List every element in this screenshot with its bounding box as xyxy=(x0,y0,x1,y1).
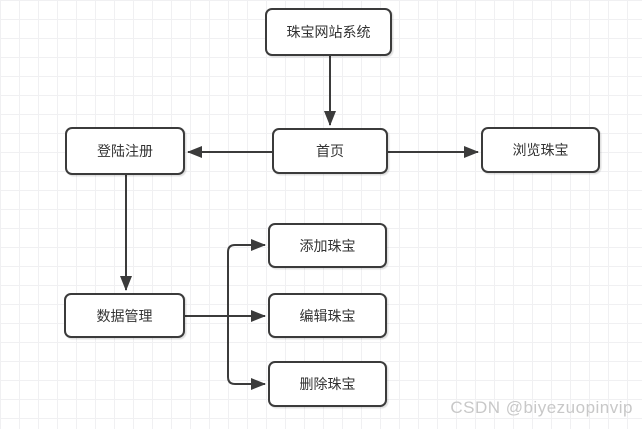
node-add: 添加珠宝 xyxy=(268,223,387,268)
node-home: 首页 xyxy=(272,128,388,174)
watermark: CSDN @biyezuopinvip xyxy=(450,398,633,417)
node-data: 数据管理 xyxy=(64,293,185,338)
edge-data-delete xyxy=(227,316,266,390)
node-login: 登陆注册 xyxy=(65,127,185,175)
node-delete: 删除珠宝 xyxy=(268,361,387,407)
node-browse: 浏览珠宝 xyxy=(481,127,600,173)
node-system: 珠宝网站系统 xyxy=(265,8,392,56)
node-edit: 编辑珠宝 xyxy=(268,293,387,338)
edge-data-add xyxy=(227,239,266,316)
